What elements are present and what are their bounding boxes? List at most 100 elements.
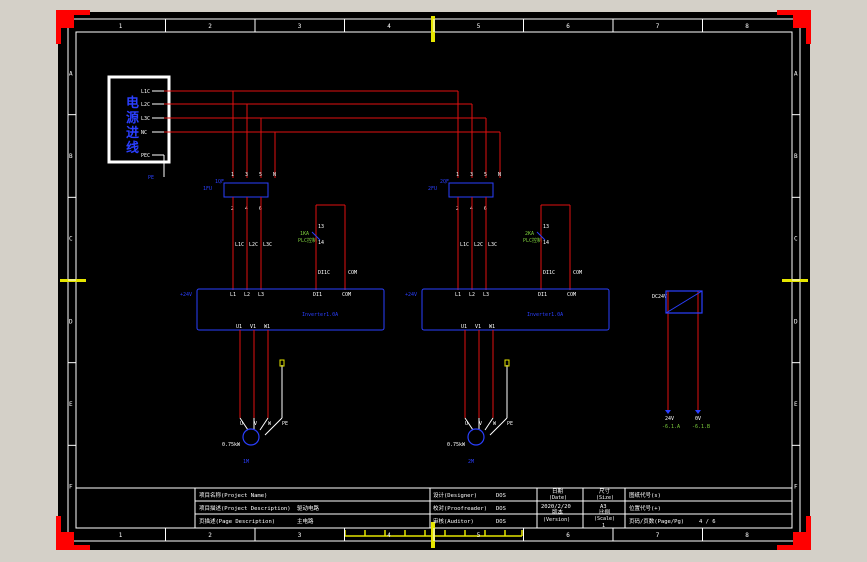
row-label: E [69,401,73,408]
row-label: D [69,318,73,325]
svg-text:13: 13 [318,224,324,230]
row-label: D [794,318,798,325]
svg-text:N: N [498,172,501,178]
relay-sub: PLC控制 [298,237,317,244]
svg-text:U: U [465,421,468,427]
svg-text:W1: W1 [264,324,270,330]
svg-text:L3C: L3C [263,242,272,248]
project-desc-label: 项目描述(Project Description) [199,504,291,512]
svg-text:L2: L2 [244,292,250,298]
row-label: F [794,484,798,491]
row-label: F [69,484,73,491]
inverter-box [196,288,385,331]
designer-value: DOS [496,493,506,499]
column-label: 2 [208,532,212,539]
breaker-symbol [223,182,269,198]
location-code-label: 位置代号(+) [629,504,661,512]
page-desc-label: 页描述(Page Description) [199,517,275,525]
psu-label: DC24V [652,294,667,300]
scale-value: 1 [602,523,605,529]
title-block [76,487,792,528]
terminal-pec: PEC [141,153,150,159]
row-label: B [69,153,73,160]
motor-symbol [242,428,260,446]
fuse-label: 2FU [428,186,437,192]
auditor-label: 审核(Auditor) [433,517,474,525]
breaker-symbol [448,182,494,198]
svg-text:V1: V1 [250,324,256,330]
inverter-name: Inverter1.0A [302,312,338,318]
svg-text:1: 1 [456,172,459,178]
power-bus [164,90,699,410]
power-title-char-3: 进 [126,126,139,141]
supply-tag: +24V [405,292,417,298]
auditor-value: DOS [496,519,506,525]
power-supply-unit: DC24V 24V 0V -6.1.A -6.1.B [652,290,710,430]
drawing-code-label: 图纸代号(s) [629,491,661,499]
svg-text:DI1: DI1 [538,292,547,298]
column-label: 4 [387,23,391,30]
svg-text:PE: PE [507,421,513,427]
page-label: 页码/页数(Page/Pg) [629,517,684,525]
svg-text:24V: 24V [665,416,674,422]
drive-unit-right: 2FU 2QF 1 3 5 N 2 4 6 L1C L2C L3C 2KA PL… [405,172,610,465]
svg-text:W: W [268,421,272,427]
column-label: 8 [745,23,749,30]
svg-text:L2C: L2C [249,242,258,248]
svg-text:U: U [240,421,243,427]
svg-text:U1: U1 [461,324,467,330]
svg-text:L3: L3 [483,292,489,298]
svg-text:14: 14 [318,240,324,246]
column-label: 3 [298,532,302,539]
column-label: 2 [208,23,212,30]
svg-text:L1C: L1C [235,242,244,248]
column-label: 7 [656,532,660,539]
corner-markers [56,10,811,550]
svg-text:L2C: L2C [474,242,483,248]
power-input-box: 电 源 进 线 L1C L2C L3C NC PEC PE [107,75,171,181]
row-label: E [794,401,798,408]
proofreader-value: DOS [496,506,506,512]
svg-text:L2: L2 [469,292,475,298]
svg-text:13: 13 [543,224,549,230]
svg-text:U1: U1 [236,324,242,330]
terminal-l2c: L2C [141,102,150,108]
column-label: 8 [745,532,749,539]
svg-text:0V: 0V [695,416,701,422]
fuse-label: 1FU [203,186,212,192]
svg-text:L1C: L1C [460,242,469,248]
svg-text:L3: L3 [258,292,264,298]
svg-text:DI1C: DI1C [318,270,330,276]
project-desc-value: 驱动电路 [297,504,320,512]
power-title-char-2: 源 [126,110,139,126]
svg-text:V: V [254,421,257,427]
row-label: B [794,153,798,160]
svg-text:5: 5 [484,172,487,178]
terminal-nc: NC [141,130,147,136]
version-label-en: (Version) [543,517,570,523]
paper-background [58,12,810,550]
drive-unit-left: 1FU 1QF 1 3 5 N 2 4 6 L1C L2C L3C 1KA PL… [180,172,385,465]
svg-text:DI1: DI1 [313,292,322,298]
psu-ref-neg: -6.1.B [692,424,710,430]
column-label: 7 [656,23,660,30]
relay-sub: PLC控制 [523,237,542,244]
svg-text:COM: COM [348,270,357,276]
svg-text:COM: COM [342,292,351,298]
svg-text:1: 1 [231,172,234,178]
motor-id: 1M [243,459,249,465]
row-label: C [69,236,73,243]
svg-text:L3C: L3C [488,242,497,248]
motor-label: 0.75kW [222,442,241,448]
svg-text:PE: PE [282,421,288,427]
supply-tag: +24V [180,292,192,298]
relay-label: 1KA [300,231,309,237]
column-label: 3 [298,23,302,30]
designer-label: 设计(Designer) [433,491,477,499]
date-label: 日期 [552,488,564,495]
